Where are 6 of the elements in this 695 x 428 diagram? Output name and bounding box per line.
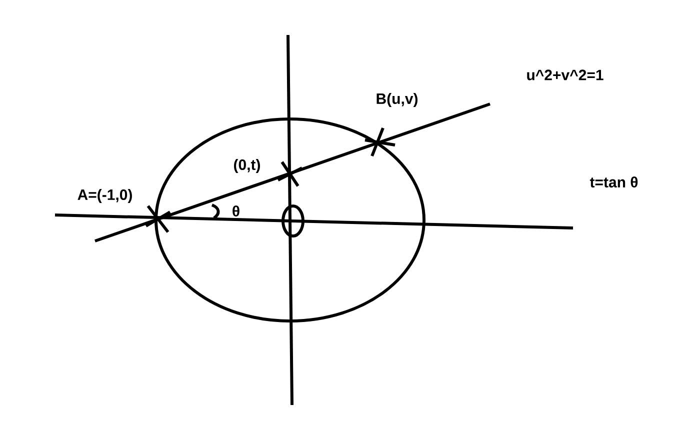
point-label: B(u,v) [376, 93, 418, 107]
equation-label: t=tan θ [590, 176, 638, 188]
equation-label: u^2+v^2=1 [527, 70, 604, 80]
point-label: A=(-1,0) [78, 189, 132, 203]
angle-label: θ [232, 206, 240, 216]
point-label: (0,t) [234, 159, 260, 173]
